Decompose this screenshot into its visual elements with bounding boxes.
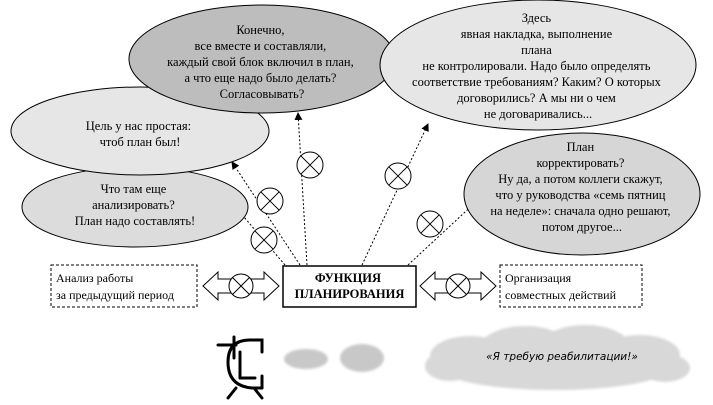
double-arrow-left: [202, 270, 280, 302]
left-box: Анализ работы за предыдущий период: [50, 264, 198, 308]
thought-cloud-small: [284, 349, 328, 369]
svg-text:План корректировать?: План корректировать? Ну да, а потом колл…: [490, 140, 673, 234]
svg-text:Конечно, все вместе и со: Конечно, все вместе и составляли, каждый…: [167, 23, 357, 101]
bubble-analyze: Что там еще анализировать? План надо сос…: [21, 166, 249, 248]
right-box-line: Организация: [505, 271, 572, 285]
bubble-control-line: не договаривались...: [484, 107, 592, 121]
connector-to-control: [361, 123, 429, 266]
bubble-adjust-line: потом другое...: [542, 220, 622, 234]
bubble-goal: Цель у нас простая: чтоб план был!: [10, 86, 270, 176]
bubble-together-line: все вместе и составляли,: [195, 39, 327, 53]
bubble-adjust-line: на неделе»: сначала одно решают,: [490, 204, 670, 218]
crossed-circle-icon: [384, 162, 412, 190]
connector-to-goal: [231, 161, 301, 266]
bubble-together-line: каждый свой блок включил в план,: [167, 55, 354, 69]
right-box-line: совместных действий: [505, 288, 617, 302]
bubble-together-line: Конечно,: [236, 23, 284, 37]
connector-to-adjust: [407, 199, 479, 266]
bubble-adjust-line: Ну да, а потом коллеги скажут,: [498, 172, 662, 186]
svg-text:Что там еще анализироват: Что там еще анализировать? План надо сос…: [75, 182, 195, 228]
bubble-control-line: явная накладка, выполнение: [461, 27, 613, 41]
bubble-analyze-line: Что там еще: [101, 182, 167, 196]
bubble-control: Здесь явная накладка, выполнение плана н…: [379, 0, 697, 131]
right-box: Организация совместных действий: [499, 264, 643, 308]
crossed-circle-icon: [256, 187, 284, 215]
svg-text:ФУНКЦИЯ ПЛАНИРОВАНИЯ: ФУНКЦИЯ ПЛАНИРОВАНИЯ: [295, 271, 405, 301]
left-box-line: Анализ работы: [56, 271, 133, 285]
bubble-adjust-line: корректировать?: [536, 156, 624, 170]
bubble-adjust-line: что у руководства «семь пятниц: [495, 188, 665, 202]
double-arrow-right: [419, 270, 497, 302]
bubble-control-line: соответствие требованиям? Каким? О котор…: [412, 75, 662, 89]
cloud-caption: «Я требую реабилитации!»: [486, 351, 638, 363]
clamp-character-icon: [216, 335, 264, 400]
bubble-together-line: Согласовывать?: [220, 87, 305, 101]
connector-to-together: [294, 112, 324, 266]
bubble-goal-line: Цель у нас простая:: [86, 119, 191, 133]
svg-text:Здесь явная накладка, вы: Здесь явная накладка, выполнение плана н…: [412, 11, 664, 121]
crossed-circle-icon: [228, 273, 254, 299]
bubble-analyze-line: анализировать?: [92, 198, 175, 212]
bubble-control-line: не контролировали. Надо было определять: [422, 59, 650, 73]
svg-text:Цель у нас простая: чтоб: Цель у нас простая: чтоб план был!: [86, 119, 194, 149]
bubble-control-line: договорились? А мы ни о чем: [457, 91, 616, 105]
bubble-control-line: плана: [521, 43, 552, 57]
bubble-adjust-line: План: [567, 140, 595, 154]
bubble-adjust: План корректировать? Ну да, а потом колл…: [463, 132, 701, 256]
bubble-together: Конечно, все вместе и составляли, каждый…: [128, 4, 396, 114]
svg-text:Анализ работы за предыду: Анализ работы за предыдущий период: [56, 271, 174, 302]
thought-cloud-large: [425, 325, 690, 390]
bubble-control-line: Здесь: [522, 11, 552, 25]
svg-text:Организация совместных д: Организация совместных действий: [505, 271, 617, 302]
crossed-circle-icon: [416, 210, 444, 238]
bubble-goal-line: чтоб план был!: [100, 135, 181, 149]
thought-cloud-medium: [340, 344, 384, 372]
center-box-line: ПЛАНИРОВАНИЯ: [295, 287, 405, 301]
crossed-circle-icon: [250, 226, 278, 254]
bubble-together-line: а что еще надо было делать?: [184, 71, 336, 85]
crossed-circle-icon: [445, 273, 471, 299]
center-box: ФУНКЦИЯ ПЛАНИРОВАНИЯ: [282, 265, 417, 308]
crossed-circle-icon: [296, 151, 324, 179]
left-box-line: за предыдущий период: [56, 288, 174, 302]
center-box-line: ФУНКЦИЯ: [315, 271, 381, 285]
connector-to-analyze: [237, 209, 286, 266]
bubble-analyze-line: План надо составлять!: [75, 214, 195, 228]
